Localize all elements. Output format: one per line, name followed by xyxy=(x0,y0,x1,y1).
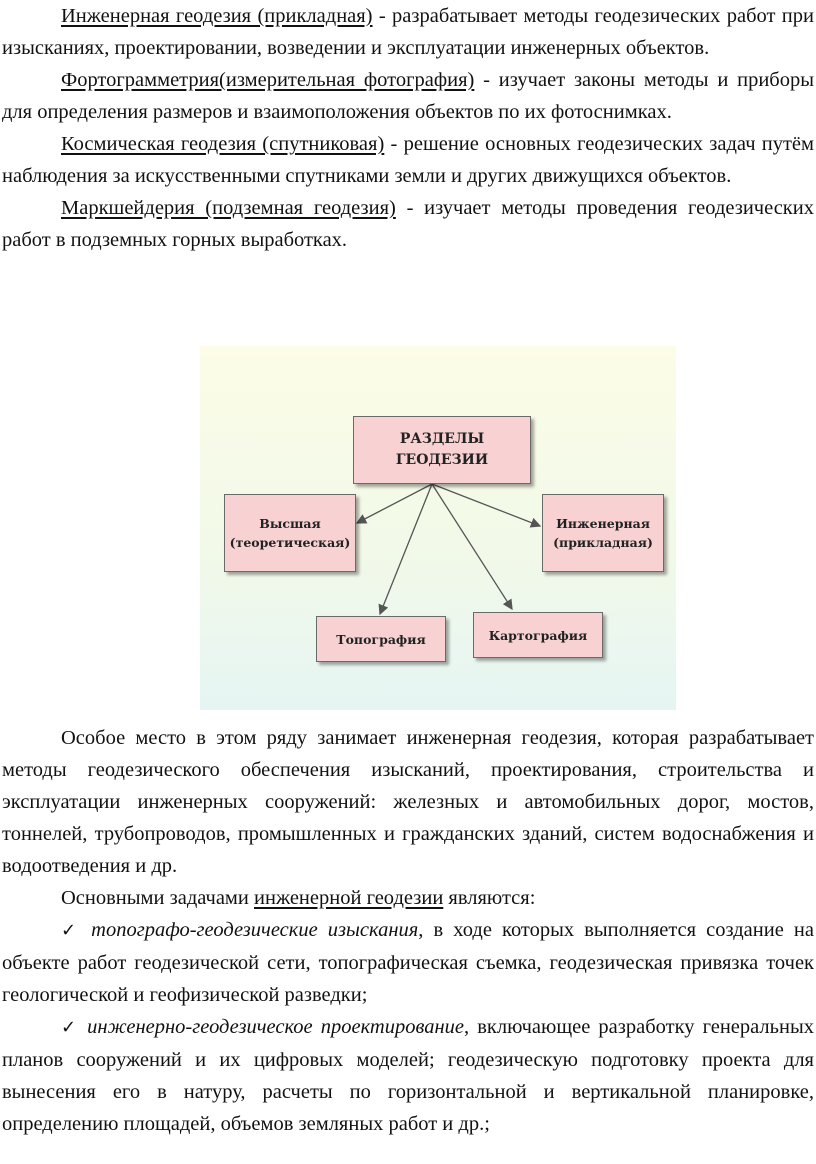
checkmark-icon: ✓ xyxy=(61,920,82,941)
task-title: топографо-геодезические изыскания xyxy=(91,919,419,941)
term-engineering-geodesy: Инженерная геодезия (прикладная) xyxy=(61,5,373,27)
task-title: инженерно-геодезическое проектирование xyxy=(87,1016,464,1038)
diagram-connectors xyxy=(355,483,542,616)
tasks-intro-term: инженерной геодезии xyxy=(254,887,444,909)
term-space-geodesy: Космическая геодезия (спутниковая) xyxy=(61,133,385,155)
arrow-to-engineering xyxy=(431,483,542,528)
tasks-intro-text-end: являются: xyxy=(443,887,536,909)
diagram-root-node: РАЗДЕЛЫ ГЕОДЕЗИИ xyxy=(353,416,531,484)
definition-text: - изучает методы проведения геодезически… xyxy=(2,197,814,251)
diagram-node-engineering: Инженерная (прикладная) xyxy=(542,494,664,572)
definition-text: - разрабатывает методы геодезических раб… xyxy=(2,5,814,59)
arrow-to-cartography xyxy=(431,483,513,611)
task-text: , в ходе которых выполняется создание на… xyxy=(2,919,814,1006)
task-item-surveys: ✓ топографо-геодезические изыскания, в х… xyxy=(2,914,814,1011)
arrow-to-higher xyxy=(355,483,433,524)
definition-engineering-geodesy: Инженерная геодезия (прикладная) - разра… xyxy=(2,0,814,64)
geodesy-branches-diagram: РАЗДЕЛЫ ГЕОДЕЗИИ Высшая (теоретическая) … xyxy=(200,346,676,710)
checkmark-icon: ✓ xyxy=(61,1017,80,1038)
document-page: Инженерная геодезия (прикладная) - разра… xyxy=(2,0,814,256)
term-photogrammetry: Фортограмметрия(измерительная фотография… xyxy=(61,69,475,91)
definition-mine-surveying: Маркшейдерия (подземная геодезия) - изуч… xyxy=(2,192,814,256)
arrow-to-topography xyxy=(378,483,433,616)
definition-space-geodesy: Космическая геодезия (спутниковая) - реш… xyxy=(2,128,814,192)
task-text: , включающее разработку генеральных план… xyxy=(2,1016,815,1135)
definition-photogrammetry: Фортограмметрия(измерительная фотография… xyxy=(2,64,814,128)
diagram-node-cartography: Картография xyxy=(473,612,603,658)
task-item-design: ✓ инженерно-геодезическое проектирование… xyxy=(2,1011,814,1140)
tasks-intro-text: Основными задачами xyxy=(61,887,254,909)
document-page-lower: Особое место в этом ряду занимает инжене… xyxy=(2,722,814,1140)
diagram-node-higher: Высшая (теоретическая) xyxy=(224,494,356,572)
definition-text: - решение основных геодезических задач п… xyxy=(2,133,815,187)
engineering-geodesy-paragraph: Особое место в этом ряду занимает инжене… xyxy=(2,727,814,877)
definition-text: - изучает законы методы и приборы для оп… xyxy=(2,69,814,123)
tasks-intro: Основными задачами инженерной геодезии я… xyxy=(2,882,814,914)
diagram-node-topography: Топография xyxy=(316,616,446,662)
term-mine-surveying: Маркшейдерия (подземная геодезия) xyxy=(61,197,396,219)
